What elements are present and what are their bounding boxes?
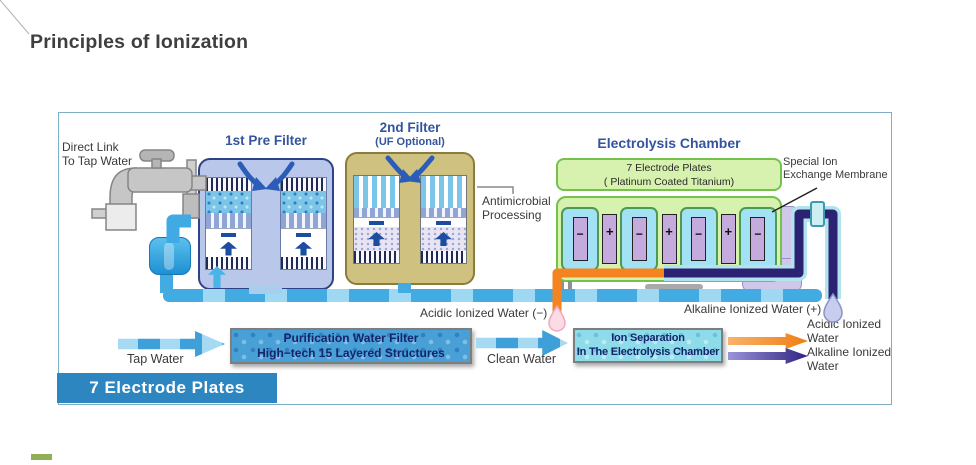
corner-line [0, 0, 30, 35]
acidic-output-label: Acidic Ionized Water [807, 317, 882, 346]
electrode-plate-negative: − [572, 217, 588, 261]
electrode-plate-positive: + [602, 214, 618, 264]
acidic-output-arrow [728, 333, 808, 349]
filter2-subtitle: (UF Optional) [375, 136, 445, 148]
electrode-plate-positive: + [720, 214, 736, 264]
membrane-label: Special Ion Exchange Membrane [783, 156, 888, 181]
clean-water-label: Clean Water [487, 352, 557, 366]
decoration-bar [31, 454, 52, 460]
up-arrow-icon [295, 241, 312, 256]
filter-2-body [345, 152, 475, 285]
up-arrow-icon [368, 232, 385, 246]
filter2-media-left [353, 175, 400, 264]
electrode-plate-negative: − [631, 217, 647, 261]
diagram-frame [58, 112, 892, 405]
purification-box-line2: High−tech 15 Layered Structures [257, 346, 445, 360]
electrode-cell: − [738, 207, 777, 271]
up-arrow-icon [220, 241, 237, 256]
electrode-plates-box: 7 Electrode Plates ( Platinum Coated Tit… [556, 158, 782, 191]
ion-separation-line2: In The Electrolysis Chamber [576, 345, 720, 358]
filter1-media-left [205, 177, 252, 270]
pre-filter-1-body [198, 158, 334, 290]
electrode-plate-negative: − [691, 217, 707, 261]
tap-water-flow-label: Tap Water [127, 352, 184, 366]
up-arrow-icon [435, 232, 452, 246]
electrode-plate-positive: + [661, 214, 677, 264]
filter2-media-right [420, 175, 467, 264]
tank-outlet-pipe [160, 270, 173, 293]
acidic-water-label: Acidic Ionized Water (−) [420, 306, 548, 320]
chamber-title: Electrolysis Chamber [597, 135, 741, 151]
plates-box-line2: ( Platinum Coated Titanium) [603, 175, 735, 188]
electrode-cell: − [620, 207, 659, 271]
electrode-cell: − [679, 207, 718, 271]
electrode-plate-negative: − [750, 217, 766, 261]
purification-box-line1: Purification Water Filter [283, 331, 419, 345]
ion-separation-line1: Ion Separation [611, 331, 685, 344]
filter2-title: 2nd Filter [379, 120, 441, 135]
electrolysis-chamber-box: − + − + − + − [556, 196, 782, 282]
inline-tank [149, 237, 191, 275]
filter1-title: 1st Pre Filter [225, 133, 307, 148]
alkaline-output-label: Alkaline Ionized Water [807, 345, 892, 374]
ion-separation-box: Ion Separation In The Electrolysis Chamb… [573, 328, 723, 363]
alkaline-output-arrow [728, 348, 808, 364]
electrode-cell: − [561, 207, 600, 271]
antimicrobial-label: Antimicrobial Processing [482, 194, 551, 223]
plates-box-line1: 7 Electrode Plates [626, 162, 712, 174]
purification-box: Purification Water Filter High−tech 15 L… [230, 328, 472, 364]
alkaline-water-label: Alkaline Ionized Water (+) [684, 302, 822, 316]
filter2-stub [398, 283, 411, 293]
tap-water-source-label: Direct Link To Tap Water [62, 140, 133, 169]
banner: 7 Electrode Plates [57, 373, 277, 403]
page-title: Principles of Ionization [30, 31, 249, 53]
filter1-media-right [280, 177, 327, 270]
filter1-outlet-stub [249, 286, 282, 294]
